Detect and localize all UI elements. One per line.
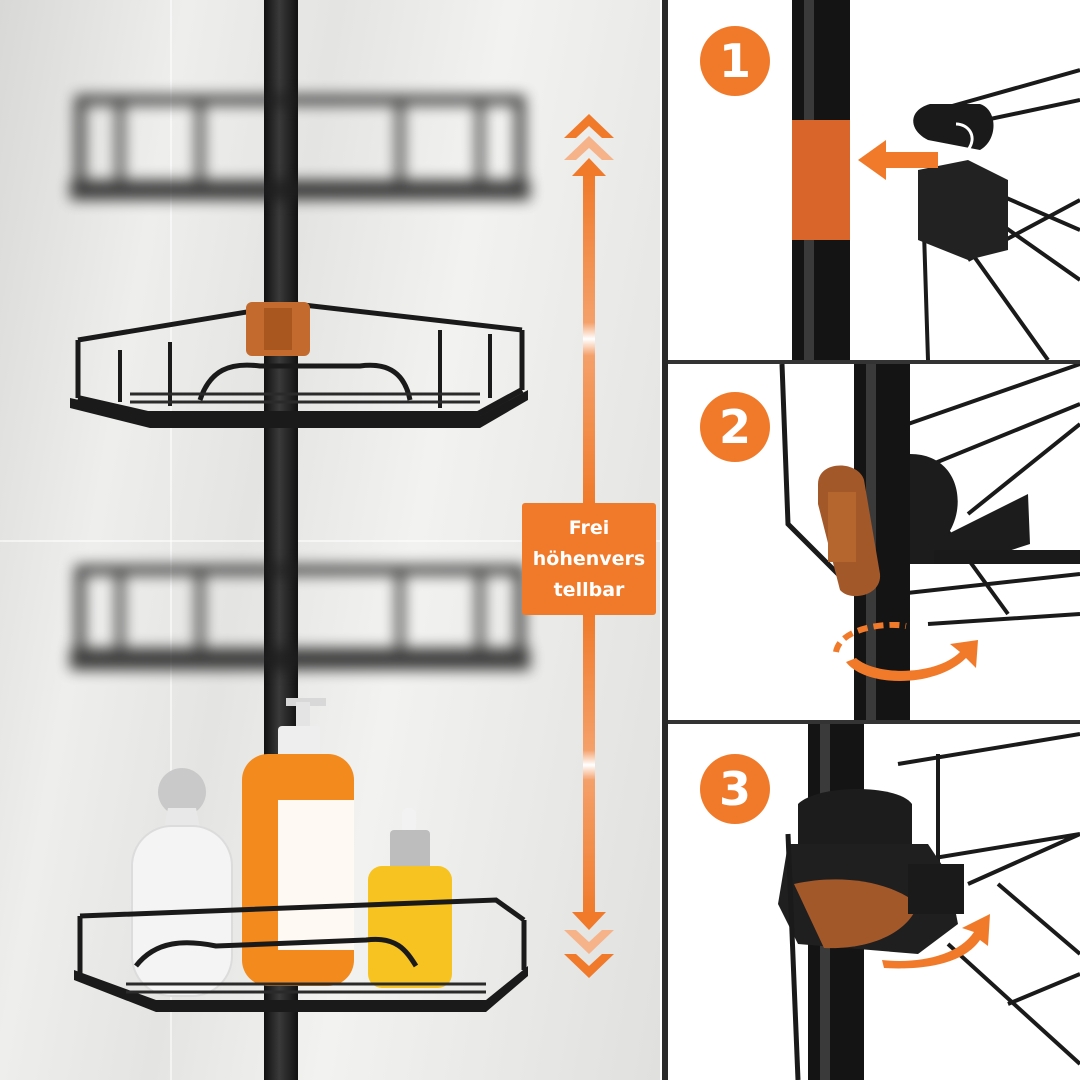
double-headed-vertical-arrow-icon	[564, 114, 614, 176]
badge-line-3: tellbar	[553, 578, 625, 601]
tile-grout	[0, 540, 660, 542]
curved-up-arrow-icon	[882, 914, 990, 969]
blurred-shelf-middle	[70, 565, 530, 670]
step-panel-3: 3	[668, 724, 1080, 1080]
step-2-illustration	[779, 364, 1080, 720]
rotate-arrow-icon	[833, 622, 978, 682]
bottle-label	[278, 800, 354, 950]
bracket	[910, 454, 1030, 564]
badge-line-1: Frei	[568, 516, 610, 539]
height-arrow-shaft-lower	[583, 615, 595, 915]
panel-divider-1	[668, 360, 1080, 364]
yellow-bottle	[368, 866, 452, 988]
step-3-illustration	[778, 724, 1080, 1080]
orange-clip	[794, 879, 918, 949]
step-panel-1: 1	[668, 0, 1080, 360]
left-arrow-icon	[858, 140, 938, 180]
pump-head	[278, 726, 320, 758]
step-panel-2: 2	[668, 364, 1080, 720]
corner-shelf-bottom	[74, 897, 528, 1012]
height-adjustable-badge: Frei höhenvers tellbar	[522, 503, 656, 615]
bottles	[131, 698, 452, 997]
blurred-shelf-top	[70, 95, 530, 200]
arrow-down-icon	[564, 912, 614, 978]
step-1-illustration	[792, 0, 1080, 360]
step-number-2: 2	[700, 392, 770, 462]
step-number-3: 3	[700, 754, 770, 824]
step-number-1: 1	[700, 26, 770, 96]
panel-divider-2	[668, 720, 1080, 724]
shower-caddy-scene: Frei höhenvers tellbar	[0, 0, 660, 1080]
badge-line-2: höhenvers	[532, 547, 646, 570]
white-bottle-cap	[158, 768, 206, 816]
orange-sleeve	[792, 120, 850, 240]
height-arrow-shaft-upper	[583, 174, 595, 504]
corner-shelf-upper	[70, 301, 528, 428]
vertical-divider	[662, 0, 668, 1080]
